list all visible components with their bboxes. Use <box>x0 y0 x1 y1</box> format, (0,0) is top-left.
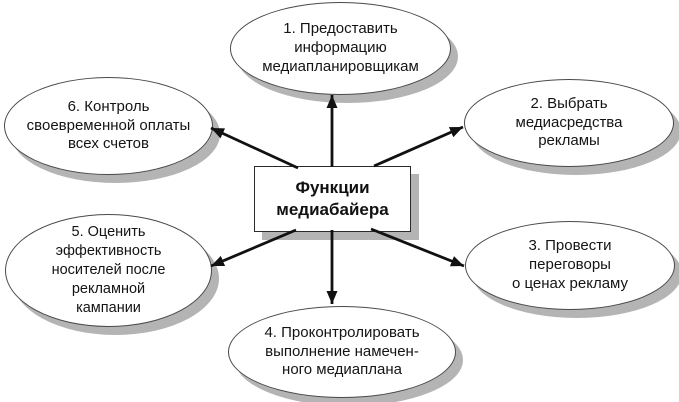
node-3-label: 3. Провести переговоры о ценах рекламу <box>511 237 629 292</box>
arrow-center-to-node-3 <box>370 227 465 268</box>
ellipse-node-5: 5. Оценить эффективность носителей после… <box>5 214 212 327</box>
ellipse-node-1: 1. Предоставить информацию медиапланиров… <box>230 2 451 95</box>
ellipse-node-3: 3. Провести переговоры о ценах рекламу <box>465 221 675 310</box>
arrow-center-to-node-5 <box>210 228 297 268</box>
node-1-label: 1. Предоставить информацию медиапланиров… <box>262 20 419 75</box>
ellipse-node-6: 6. Контроль своевременной оплаты всех сч… <box>4 77 213 175</box>
center-box-media-buyer-functions: Функции медиабайера <box>254 166 411 232</box>
node-5-label: 5. Оценить эффективность носителей после… <box>51 224 166 316</box>
arrow-center-to-node-2 <box>373 125 464 168</box>
node-4-label: 4. Проконтролировать выполнение намечен-… <box>264 323 420 379</box>
node-6-label: 6. Контроль своевременной оплаты всех сч… <box>26 97 191 153</box>
ellipse-node-4: 4. Проконтролировать выполнение намечен-… <box>228 306 456 398</box>
ellipse-node-2: 2. Выбрать медиасредства рекламы <box>464 79 674 167</box>
arrow-center-to-node-6 <box>210 126 299 170</box>
center-box-label: Функции медиабайера <box>276 177 389 219</box>
node-2-label: 2. Выбрать медиасредства рекламы <box>515 94 623 150</box>
